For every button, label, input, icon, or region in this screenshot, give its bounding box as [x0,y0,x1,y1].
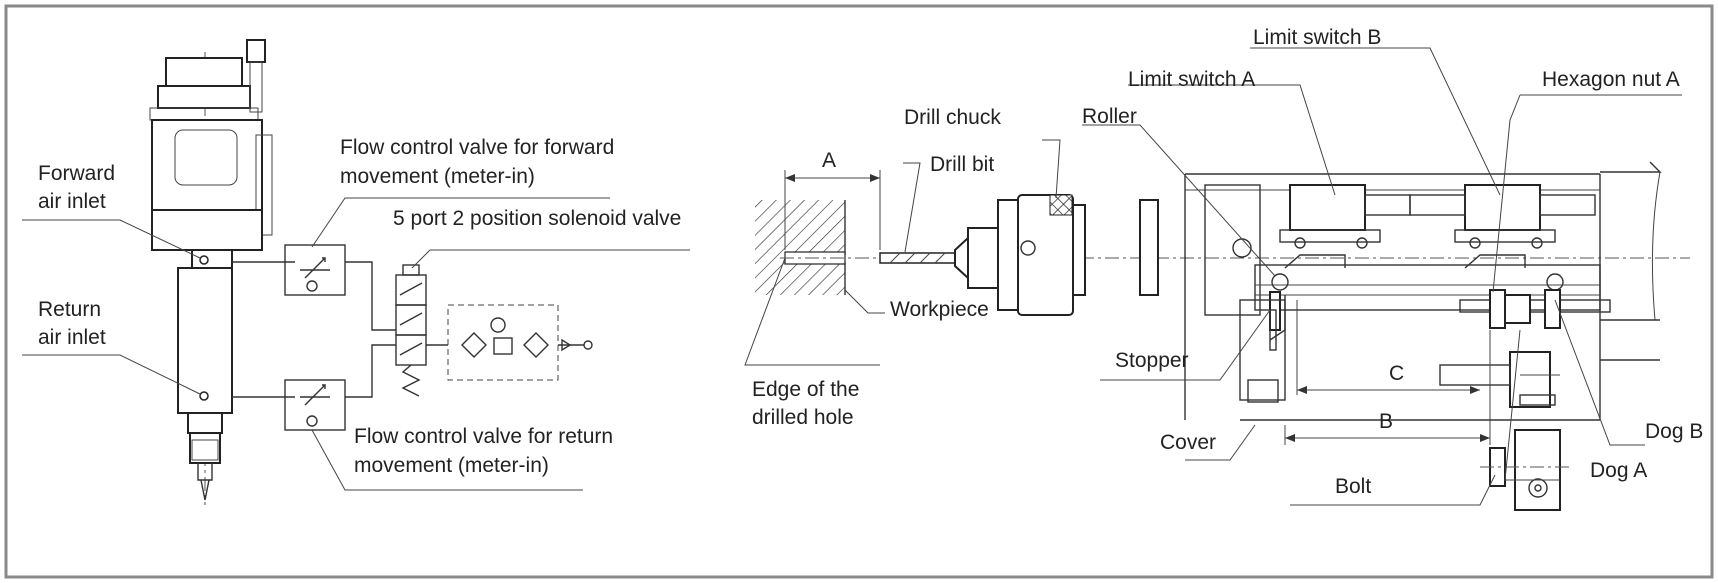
drilling-unit-drawing [149,39,593,505]
label-hexagon-nut-a: Hexagon nut A [1542,68,1680,91]
label-return-air-inlet-line1: Return [38,298,101,321]
label-drill-bit: Drill bit [930,153,994,176]
outer-frame [4,4,1714,579]
flow-valve-return-symbol [284,379,346,431]
label-forward-air-inlet-line1: Forward [38,162,115,185]
label-flow-valve-forward-line2: movement (meter-in) [340,165,535,188]
label-limit-switch-a: Limit switch A [1128,68,1255,91]
label-stopper: Stopper [1115,349,1189,372]
label-workpiece: Workpiece [890,298,989,321]
label-limit-switch-b: Limit switch B [1253,26,1381,49]
label-bolt: Bolt [1335,475,1371,498]
solenoid-valve-symbol [395,264,427,397]
label-drill-chuck: Drill chuck [904,106,1001,129]
label-dog-a: Dog A [1590,459,1647,482]
frl-unit-symbol [447,304,559,381]
label-dim-b: B [1379,410,1393,433]
label-cover: Cover [1160,431,1216,454]
label-flow-valve-return-line2: movement (meter-in) [354,454,549,477]
flow-valve-forward-symbol [284,244,346,296]
label-return-air-inlet-line2: air inlet [38,326,106,349]
label-dim-a: A [822,149,836,172]
drilling-detail-drawing [755,170,1690,316]
label-edge-line1: Edge of the [752,378,859,401]
label-dim-c: C [1389,362,1404,385]
label-flow-valve-return-line1: Flow control valve for return [354,425,613,448]
label-forward-air-inlet-line2: air inlet [38,190,106,213]
label-flow-valve-forward-line1: Flow control valve for forward [340,136,614,159]
label-dog-b: Dog B [1645,420,1703,443]
label-solenoid-valve: 5 port 2 position solenoid valve [393,207,681,230]
label-roller: Roller [1082,105,1137,128]
limit-switch-mechanism-drawing [1184,161,1662,511]
label-edge-line2: drilled hole [752,406,854,429]
